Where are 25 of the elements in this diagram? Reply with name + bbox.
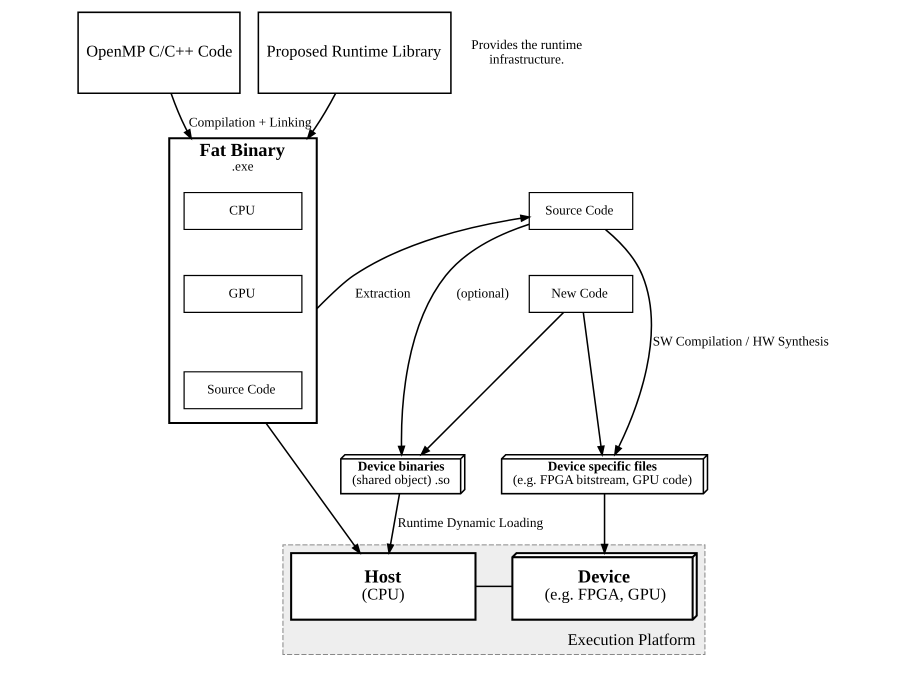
edge-label: Runtime Dynamic Loading [398, 514, 544, 530]
connector [476, 586, 512, 588]
edge-label: Extraction [355, 285, 410, 300]
node-label: (optional) [456, 285, 509, 300]
arrow [420, 312, 564, 456]
node-label: Provides the runtime infrastructure. [471, 37, 582, 66]
arrow [386, 494, 400, 556]
arrow [605, 229, 652, 457]
arrow [265, 422, 362, 555]
arrow [316, 214, 532, 310]
node-box: Source Code [183, 371, 302, 410]
node-box: Proposed Runtime Library [258, 12, 452, 94]
arrow [170, 93, 192, 140]
arrow [600, 494, 608, 556]
node-box: GPU [183, 274, 302, 314]
node-box: Source Code [528, 192, 634, 230]
edge-label: SW Compilation / HW Synthesis [652, 334, 829, 349]
node-box: CPU [183, 192, 302, 230]
node-box: OpenMP C/C++ Code [77, 12, 241, 94]
arrow [398, 223, 530, 457]
arrow [306, 92, 336, 140]
node-box: New Code [528, 274, 634, 314]
edge-label: Compilation + Linking [188, 114, 312, 130]
arrow [582, 312, 605, 457]
node-box: Host (CPU) [290, 552, 477, 621]
